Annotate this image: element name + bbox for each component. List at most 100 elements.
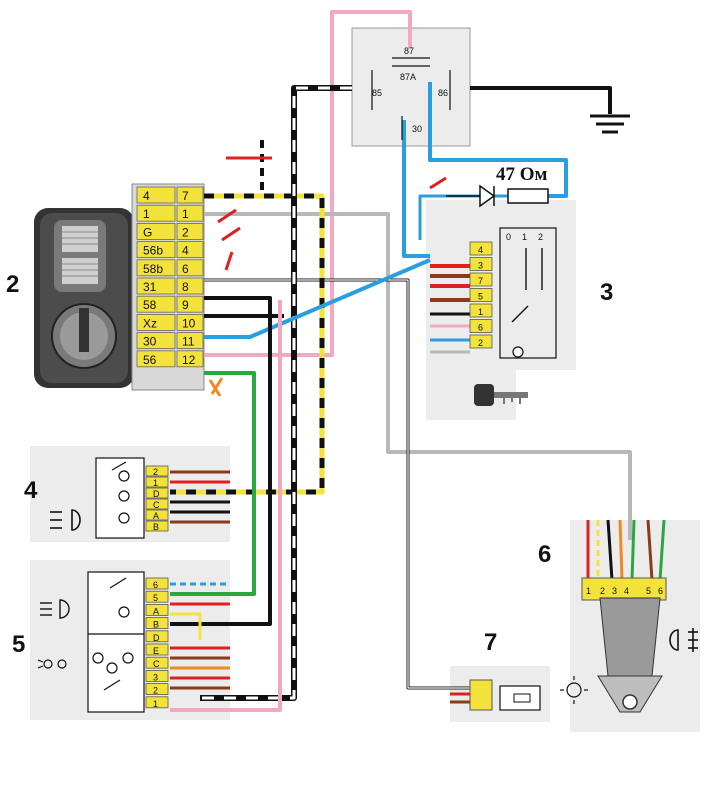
- module5-pin: [145, 630, 169, 643]
- wire-black-pin8: [170, 296, 272, 626]
- ground-icon: [590, 114, 630, 134]
- headlight-icon: [40, 599, 70, 619]
- conn2-left-pin: [136, 241, 176, 259]
- conn2-left-label: 31: [143, 280, 157, 294]
- switch3-pin-label: 6: [478, 323, 483, 333]
- switch3-pin: [469, 334, 493, 349]
- conn2-right-label: 7: [182, 189, 189, 203]
- conn2-right-label: 8: [182, 280, 189, 294]
- module5-pin-label: 2: [153, 686, 158, 696]
- module5-pin: [145, 604, 169, 616]
- cut-mark-2: [217, 208, 237, 224]
- module5-pin: [145, 670, 169, 682]
- brightness-icon: [560, 676, 588, 704]
- diode: [446, 184, 496, 208]
- connector6-pin-label: 2: [600, 586, 605, 596]
- conn2-left-pin: [136, 313, 176, 331]
- cut-mark-3: [221, 226, 241, 242]
- relay-pin-87: 87: [404, 46, 414, 56]
- module4-pin: [145, 520, 169, 532]
- module5-lamp: [122, 652, 134, 664]
- wire-grey: [204, 212, 632, 540]
- module4-pin-label: 2: [153, 467, 158, 477]
- label-4: 4: [24, 477, 38, 504]
- module4-lamp: [118, 512, 130, 524]
- module4-pin: [145, 476, 169, 488]
- conn2-right-label: 10: [182, 316, 196, 330]
- conn2-left-pin: [136, 332, 176, 350]
- conn2-left-label: Xz: [143, 316, 157, 330]
- conn2-left-label: 1: [143, 207, 150, 221]
- conn2-left-label: 56b: [143, 244, 163, 258]
- module4-pin-label: C: [153, 500, 160, 510]
- module4-pin: [145, 509, 169, 521]
- module5-pin: [145, 683, 169, 695]
- conn2-right-label: 9: [182, 298, 189, 312]
- conn2-left-pin: [136, 222, 176, 240]
- key-icon: [474, 384, 528, 406]
- wire-ground: [470, 86, 612, 114]
- fog-lamp-body: [597, 597, 663, 713]
- light-switch-2: [34, 208, 134, 388]
- conn2-right-pin: [176, 186, 204, 204]
- wire-blue-relay-30: [402, 120, 430, 258]
- switch3-pin-label: 3: [478, 261, 483, 271]
- label-2: 2: [6, 271, 19, 298]
- switch3-pin-label: 5: [478, 292, 483, 302]
- conn2-left-pin: [136, 186, 176, 204]
- module4-pin: [145, 465, 169, 477]
- conn2-right-label: 2: [182, 225, 189, 239]
- switch3-pin: [469, 272, 493, 287]
- switch3-pin: [469, 257, 493, 271]
- switch3-pin: [469, 241, 493, 256]
- conn2-right-pin: [176, 259, 204, 277]
- module5-pin-label: C: [153, 659, 160, 669]
- module4-lamp: [118, 470, 130, 482]
- module5-pin-label: 1: [153, 699, 158, 709]
- connector6-pin-label: 6: [658, 586, 663, 596]
- module5-pin: [145, 643, 169, 656]
- switch3-pin: [469, 319, 493, 333]
- conn2-right-label: 1: [182, 207, 189, 221]
- label-7: 7: [484, 629, 497, 656]
- module5-pin-label: 3: [153, 672, 158, 682]
- label-5: 5: [12, 631, 25, 658]
- conn2-right-label: 4: [182, 244, 189, 258]
- conn2-left-pin: [136, 277, 176, 295]
- switch3-pin: [469, 288, 493, 302]
- switch3-pin-label: 7: [478, 276, 483, 286]
- module5-pin-label: 6: [153, 580, 158, 590]
- conn2-left-label: 4: [143, 189, 150, 203]
- conn2-right-label: 11: [182, 335, 195, 349]
- module5-pin: [145, 590, 169, 603]
- wire-blue-relay-86: [428, 82, 568, 198]
- module5-pin-label: A: [153, 606, 159, 616]
- wire-pink-relay: [204, 10, 412, 357]
- fog-light-icon: [50, 509, 81, 531]
- module4-pin: [145, 487, 169, 499]
- conn2-left-label: G: [143, 225, 152, 239]
- cut-mark-5: [429, 176, 447, 190]
- conn2-right-pin: [176, 241, 204, 259]
- conn2-left-pin: [136, 350, 176, 368]
- conn2-right-pin: [176, 277, 204, 295]
- wire-blue-pin10: [204, 258, 431, 339]
- connector6-pin-label: 5: [646, 586, 651, 596]
- switch3-position: 1: [522, 232, 527, 242]
- module4-pin-label: 1: [153, 478, 158, 488]
- conn2-left-pin: [136, 204, 176, 222]
- module5-pin: [145, 696, 169, 709]
- conn2-left-label: 58: [143, 298, 157, 312]
- conn2-right-pin: [176, 295, 204, 313]
- connector6-pin-label: 4: [624, 586, 629, 596]
- relay-pin-87a: 87A: [400, 72, 416, 82]
- wires: [170, 10, 666, 712]
- conn2-left-label: 58b: [143, 262, 163, 276]
- relay-pin-30: 30: [412, 124, 422, 134]
- module4-pin-label: D: [153, 489, 160, 499]
- relay-pin-86: 86: [438, 88, 448, 98]
